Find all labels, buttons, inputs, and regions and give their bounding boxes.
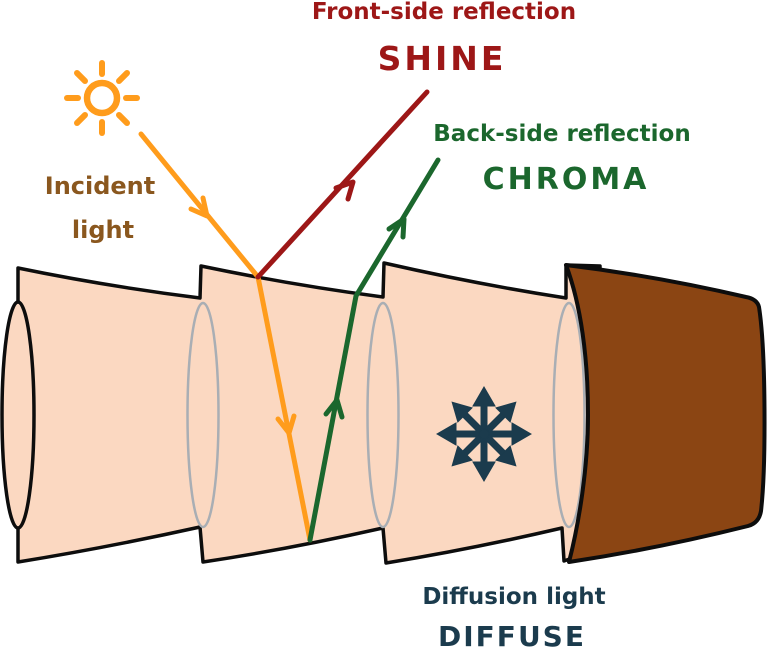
chroma-label: CHROMA xyxy=(482,162,650,197)
incident-light-label-line1: Incident xyxy=(44,172,156,200)
back-reflection-arrowhead-inner xyxy=(323,397,345,420)
front-reflection-ray xyxy=(255,89,430,280)
junction-ellipse-3 xyxy=(552,301,586,529)
front-reflection-label: Front-side reflection xyxy=(311,0,577,25)
back-reflection-ray xyxy=(307,157,441,543)
junction-ellipse-1 xyxy=(186,301,220,529)
shine-label: SHINE xyxy=(377,39,507,78)
front-reflection-arrowhead xyxy=(333,179,356,202)
incident-arrowhead xyxy=(188,195,210,219)
incident-light-label-line2: light xyxy=(71,216,135,244)
scatter-arrows-icon xyxy=(436,386,532,482)
refracted-arrowhead xyxy=(275,413,297,436)
sun-icon xyxy=(64,60,140,136)
back-reflection-label: Back-side reflection xyxy=(433,121,691,147)
cortex-layer xyxy=(564,263,767,564)
back-reflection-arrowhead-outer xyxy=(386,216,407,240)
refracted-ray xyxy=(255,274,313,543)
tube-end-ellipse xyxy=(0,300,36,530)
light-rays xyxy=(138,89,441,543)
diffuse-label: DIFFUSE xyxy=(438,620,586,653)
diffusion-light-label: Diffusion light xyxy=(422,584,606,610)
junction-ellipse-2 xyxy=(366,301,400,529)
incident-ray xyxy=(138,131,261,280)
